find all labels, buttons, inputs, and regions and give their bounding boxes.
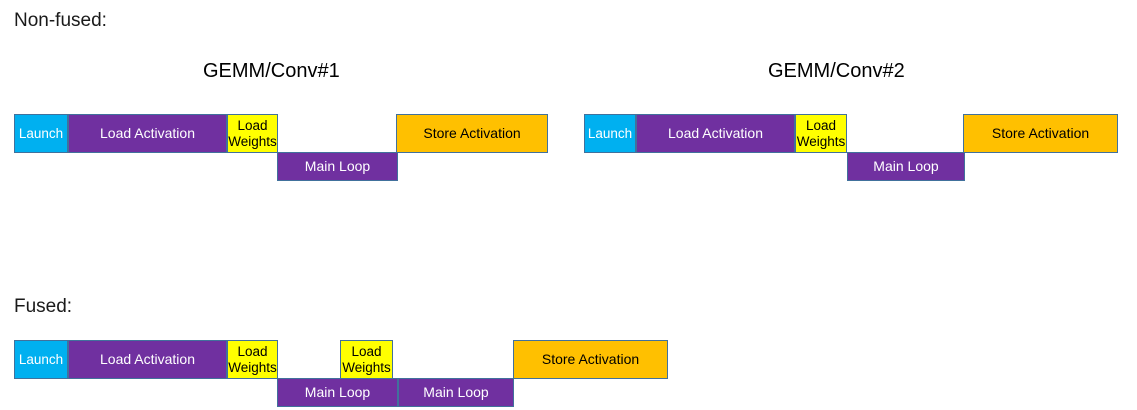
group-title-gemm-conv-1: GEMM/Conv#1 (203, 60, 340, 82)
fused-load-weights-2-label: Load Weights (342, 343, 391, 375)
gemm-conv-1-main-loop-bar: Main Loop (277, 152, 398, 181)
group-title-gemm-conv-2: GEMM/Conv#2 (768, 60, 905, 82)
gemm-conv-2-store-activation-bar: Store Activation (963, 114, 1118, 153)
gemm-conv-2-load-weights-bar: Load Weights (795, 114, 847, 153)
gemm-conv-2-launch-bar: Launch (584, 114, 636, 153)
gemm-conv-1-main-loop-label: Main Loop (304, 158, 371, 174)
fused-store-activation-label: Store Activation (541, 351, 640, 367)
section-label-fused: Fused: (14, 296, 73, 317)
gemm-conv-2-main-loop-label: Main Loop (873, 158, 939, 174)
fused-main-loop-2-bar: Main Loop (398, 378, 514, 407)
fused-load-activation-bar: Load Activation (68, 340, 227, 379)
gemm-conv-2-store-activation-label: Store Activation (991, 125, 1090, 141)
fused-main-loop-1-bar: Main Loop (277, 378, 398, 407)
gemm-conv-2-load-activation-bar: Load Activation (636, 114, 795, 153)
fused-load-activation-label: Load Activation (100, 351, 195, 367)
fused-load-weights-1-label: Load Weights (228, 343, 277, 375)
gemm-conv-1-launch-bar: Launch (14, 114, 68, 153)
gemm-conv-2-load-activation-label: Load Activation (668, 125, 763, 141)
gemm-conv-1-load-activation-bar: Load Activation (68, 114, 227, 153)
gemm-conv-1-launch-label: Launch (18, 126, 64, 141)
fused-launch-bar: Launch (14, 340, 68, 379)
fused-main-loop-2-label: Main Loop (423, 384, 489, 400)
gemm-conv-1-load-weights-bar: Load Weights (227, 114, 278, 153)
fused-main-loop-1-label: Main Loop (304, 384, 371, 400)
gemm-conv-2-main-loop-bar: Main Loop (847, 152, 965, 181)
fused-store-activation-bar: Store Activation (513, 340, 668, 379)
fused-load-weights-1-bar: Load Weights (227, 340, 278, 379)
gemm-conv-2-load-weights-label: Load Weights (796, 117, 846, 149)
gemm-conv-1-store-activation-label: Store Activation (423, 125, 521, 141)
gemm-conv-1-load-weights-label: Load Weights (228, 117, 277, 149)
gemm-conv-1-load-activation-label: Load Activation (100, 125, 195, 141)
fused-load-weights-2-bar: Load Weights (340, 340, 393, 379)
section-label-non-fused: Non-fused: (14, 10, 107, 31)
gemm-conv-2-launch-label: Launch (587, 126, 633, 141)
fused-launch-label: Launch (18, 352, 64, 367)
gemm-conv-1-store-activation-bar: Store Activation (396, 114, 548, 153)
